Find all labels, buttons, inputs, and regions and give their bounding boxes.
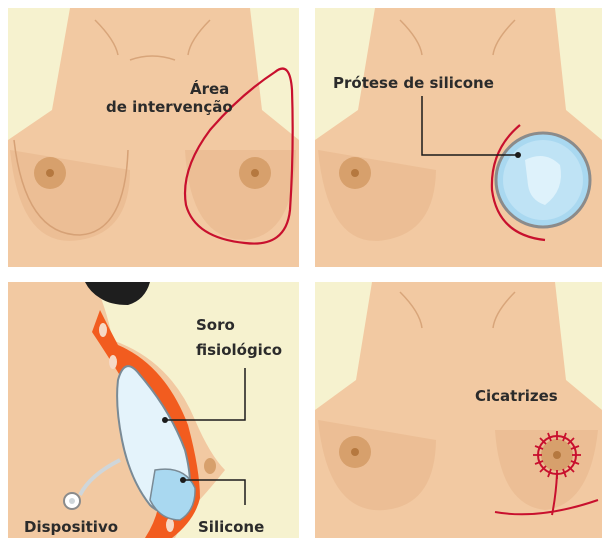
- label-physiological: fisiológico: [196, 341, 282, 359]
- label-area: Área: [190, 79, 229, 98]
- panel-scars: Cicatrizes: [315, 282, 602, 538]
- label-silicone: Silicone: [198, 518, 264, 536]
- panel-expander-section: Soro fisiológico Silicone Dispositivo: [8, 282, 299, 538]
- label-intervention: de intervenção: [106, 98, 233, 116]
- panel-silicone-prosthesis: Prótese de silicone: [315, 8, 602, 267]
- label-scars: Cicatrizes: [475, 387, 558, 405]
- label-silicone-prosthesis: Prótese de silicone: [333, 74, 494, 92]
- panel-intervention-area: Área de intervenção: [8, 8, 299, 267]
- label-saline: Soro: [196, 316, 235, 334]
- label-device: Dispositivo: [24, 518, 118, 536]
